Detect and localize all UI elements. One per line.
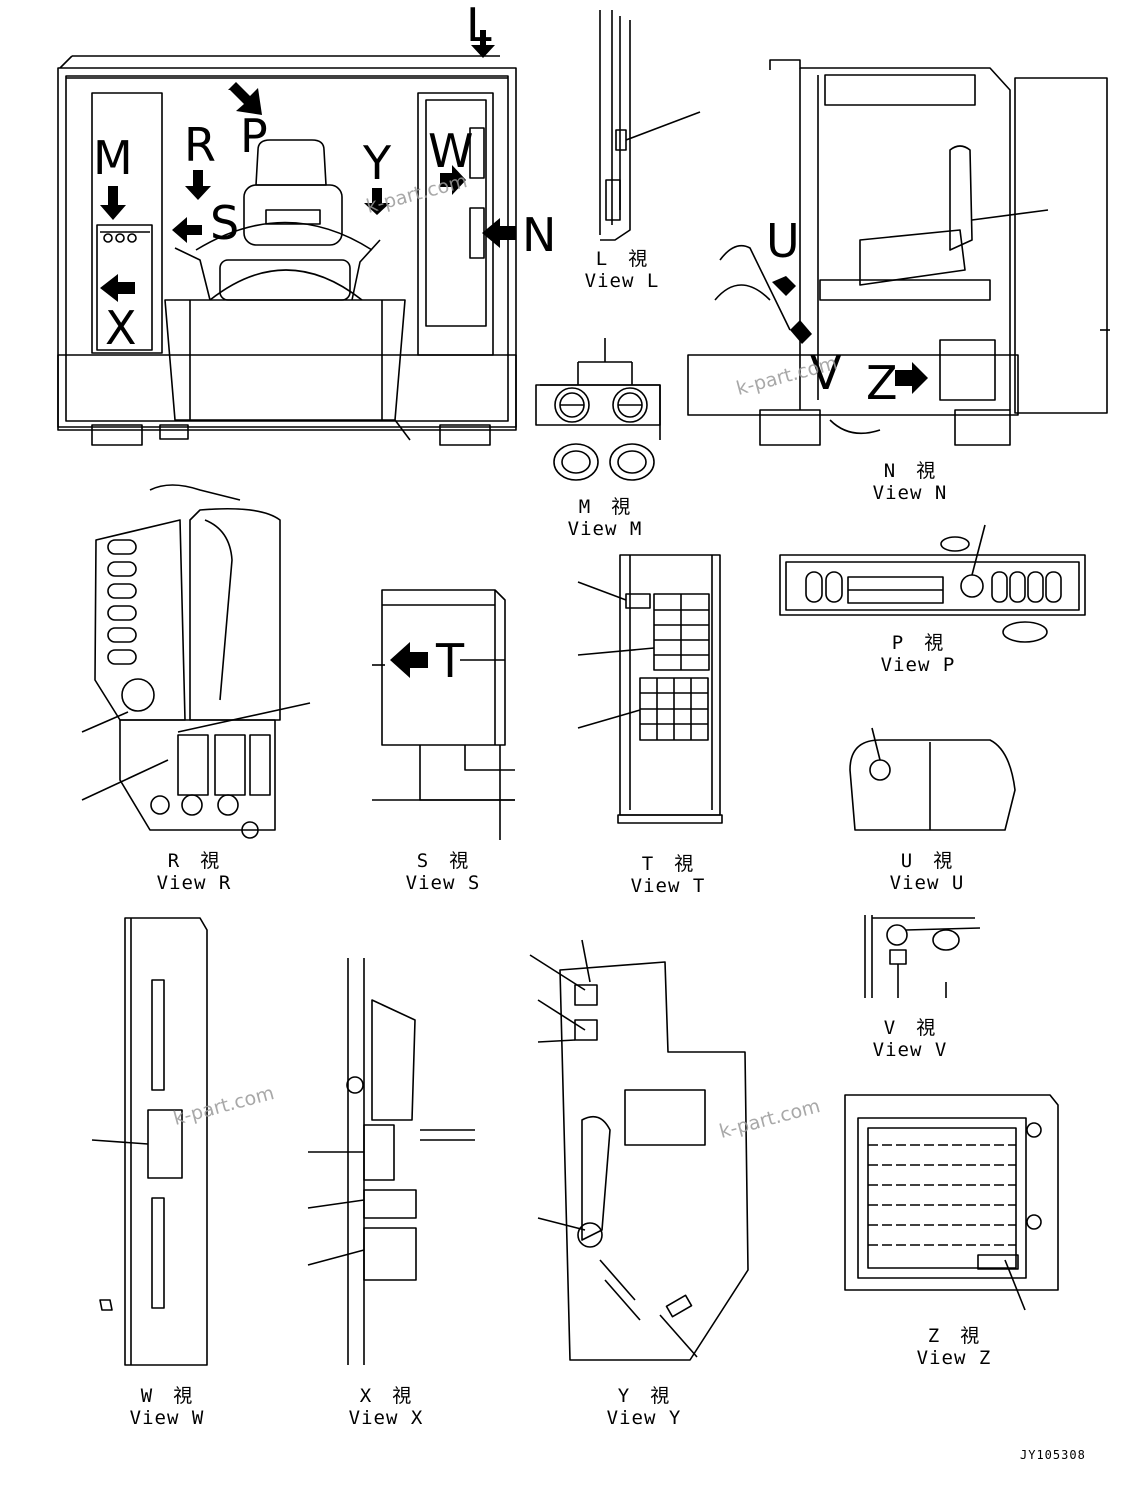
arrow-r [185,170,211,200]
view-n-drawing [687,59,1110,446]
view-r-drawing [81,484,311,839]
view-p-drawing [779,524,1086,643]
label-en: View R [156,872,232,894]
view-l-drawing [599,10,701,241]
arrow-y [364,188,390,215]
arrow-letter-z: Z [866,356,898,410]
label-en: View Y [606,1407,682,1429]
label-jp: X 視 [359,1385,413,1407]
label-view-x: X 視 View X [346,1385,426,1429]
label-view-r: R 視 View R [154,850,234,894]
label-en: View X [348,1407,424,1429]
arrow-p [228,82,262,115]
view-arrows [100,30,928,678]
arrow-letter-m: M [93,131,133,185]
view-m-drawing [535,338,661,481]
view-z-drawing [844,1094,1059,1311]
label-view-u: U 視 View U [887,850,967,894]
arrow-x [100,274,135,302]
arrow-m [100,186,126,220]
arrow-w [440,165,466,195]
arrow-letter-s: S [210,196,240,250]
cab-front-view [57,55,517,446]
label-view-t: T 視 View T [628,853,708,897]
label-en: View Z [916,1347,992,1369]
arrow-n [482,218,516,248]
view-t-drawing [577,554,723,824]
arrow-letter-w: W [428,124,474,178]
label-jp: T 視 [641,853,695,875]
arrow-letter-x: X [105,301,137,355]
view-u-drawing [849,727,1016,831]
label-view-n: N 視 View N [870,460,950,504]
arrow-letter-v: V [810,346,842,400]
label-jp: V 視 [883,1017,937,1039]
label-jp: Z 視 [927,1325,981,1347]
label-en: View L [584,270,660,292]
label-en: View V [872,1039,948,1061]
label-en: View S [405,872,481,894]
label-view-z: Z 視 View Z [914,1325,994,1369]
label-jp: W 視 [140,1385,194,1407]
drawing-code: JY105308 [1020,1448,1086,1462]
arrow-letter-n: N [522,208,557,262]
label-view-l: L 視 View L [582,248,662,292]
view-y-drawing [529,939,749,1361]
label-en: View T [630,875,706,897]
label-jp: U 視 [900,850,954,872]
arrow-s [172,217,202,243]
label-jp: S 視 [416,850,470,872]
arrow-letter-p: P [240,109,268,163]
label-jp: P 視 [891,632,945,654]
label-jp: M 視 [578,496,632,518]
label-en: View P [880,654,956,676]
arrow-letter-l: L [466,0,492,52]
label-en: View N [872,482,948,504]
view-s-drawing [372,589,515,840]
label-jp: N 視 [883,460,937,482]
label-view-w: W 視 View W [127,1385,207,1429]
view-v-drawing [864,915,981,998]
view-x-drawing [307,958,475,1365]
arrow-letter-t: T [436,634,465,688]
label-view-y: Y 視 View Y [604,1385,684,1429]
label-en: View W [129,1407,205,1429]
label-view-s: S 視 View S [403,850,483,894]
label-jp: L 視 [595,248,649,270]
view-w-drawing [91,917,208,1366]
arrow-letter-r: R [184,118,216,172]
label-view-p: P 視 View P [878,632,958,676]
label-view-v: V 視 View V [870,1017,950,1061]
label-en: View U [889,872,965,894]
label-jp: Y 視 [617,1385,671,1407]
label-view-m: M 視 View M [565,496,645,540]
arrow-letter-u: U [766,214,800,268]
label-en: View M [567,518,643,540]
label-jp: R 視 [167,850,221,872]
arrow-letter-y: Y [363,136,392,190]
